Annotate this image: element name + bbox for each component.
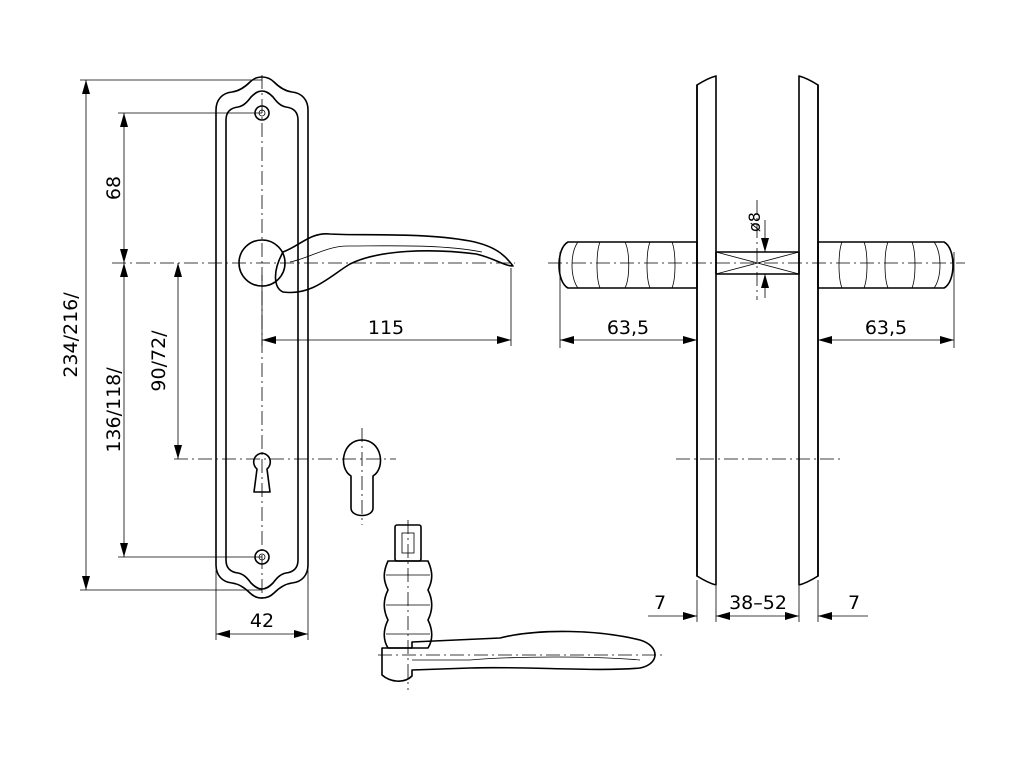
lever-detail-view [378,520,662,690]
dim-lever-length: 115 [368,317,404,339]
side-plate-right [798,75,819,586]
backplate-inner-outline [225,90,299,590]
knob-right [817,241,954,289]
lever-handle-inner [289,245,483,263]
side-plate-left [696,75,717,586]
dim-knob-left: 63,5 [607,317,649,339]
knob-left [558,241,698,289]
backplate-outline [215,76,309,599]
dim-door-thickness: 38–52 [729,592,787,614]
side-view [548,75,965,586]
front-dimensions: 234/216/ 68 136/118/ 90/72/ 115 42 [60,79,512,640]
dim-plate-thickness-left: 7 [654,592,666,614]
euro-cylinder-hole-icon [342,439,382,517]
lever-handle [274,233,514,294]
dim-plate-width: 42 [250,610,274,632]
dim-square: ø8 [745,212,764,232]
dim-key-distance: 90/72/ [148,330,170,392]
keyhole-icon [252,452,272,493]
dim-knob-right: 63,5 [865,317,907,339]
front-view [112,75,515,600]
side-dimensions: 63,5 63,5 ø8 7 38–52 7 [559,212,955,622]
dim-lock-spacing: 136/118/ [103,367,125,453]
dim-upper-height: 68 [103,176,125,200]
dim-plate-thickness-right: 7 [848,592,860,614]
dim-overall-height: 234/216/ [60,292,82,378]
